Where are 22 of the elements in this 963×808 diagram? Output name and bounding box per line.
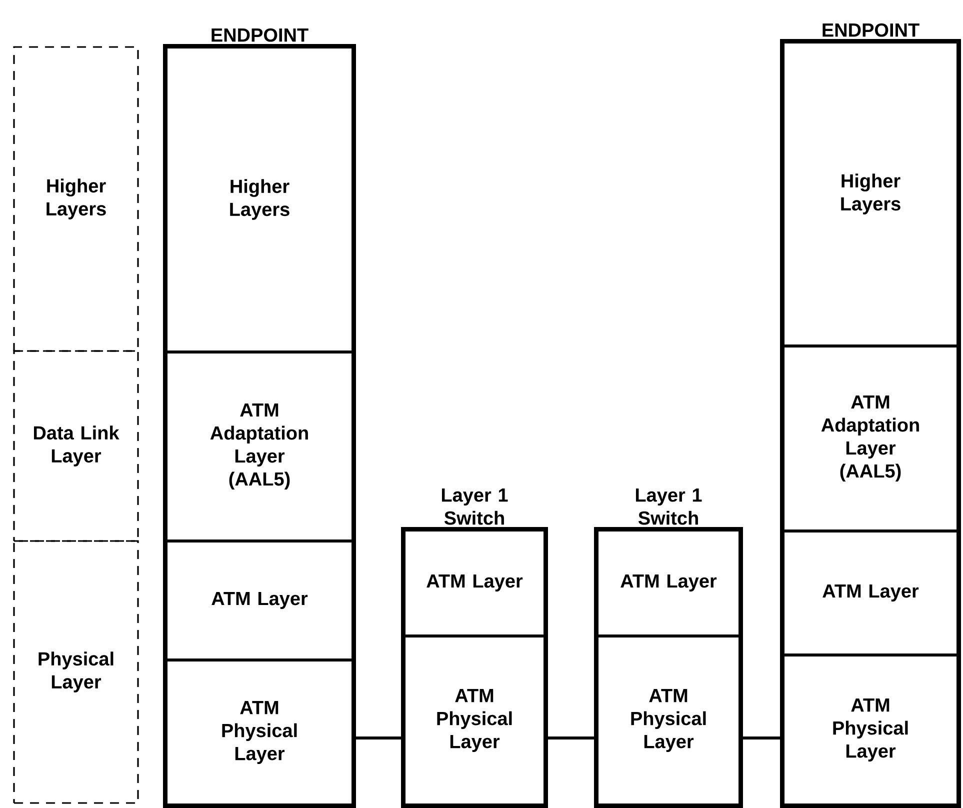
connector-line [354, 736, 402, 740]
osi-layer-box: Higher Layers [13, 46, 139, 352]
layer-box: ATM Adaptation Layer (AAL5) [782, 344, 960, 532]
layer-box: ATM Layer [402, 528, 546, 638]
layer-box: Higher Layers [164, 46, 354, 354]
osi-layer-box: Data Link Layer [13, 350, 139, 542]
layer-box: ATM Physical Layer [164, 658, 354, 806]
connector-line [546, 736, 596, 740]
layer-box: ATM Layer [782, 530, 960, 656]
layer-box: ATM Layer [164, 540, 354, 662]
layer-box: ATM Layer [596, 528, 742, 638]
node-label: ENDPOINT [212, 28, 308, 42]
layer-box: ATM Adaptation Layer (AAL5) [164, 350, 354, 542]
node-label: Layer 1 Switch [442, 488, 508, 525]
layer-box: ATM Physical Layer [402, 634, 546, 806]
connector-line [742, 736, 782, 740]
node-label: ENDPOINT [822, 23, 920, 37]
layer-box: ATM Physical Layer [782, 654, 960, 806]
layer-box: Higher Layers [782, 40, 960, 348]
osi-layer-box: Physical Layer [13, 540, 139, 804]
node-label: Layer 1 Switch [636, 488, 702, 525]
layer-box: ATM Physical Layer [596, 634, 742, 806]
